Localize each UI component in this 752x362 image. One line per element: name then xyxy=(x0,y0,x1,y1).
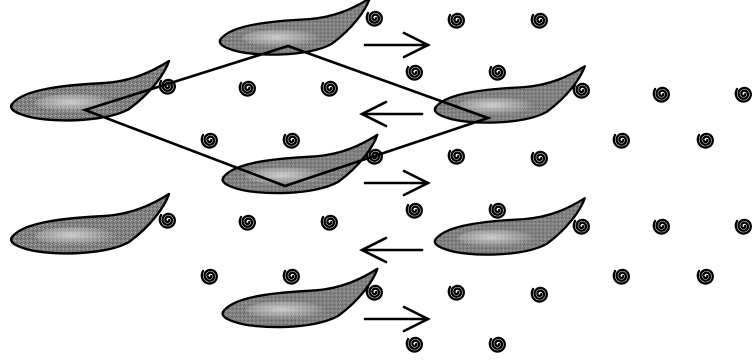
vortex-28 xyxy=(284,270,299,284)
vortex-30 xyxy=(449,286,464,300)
vortex-20 xyxy=(240,216,255,230)
vortex-21 xyxy=(322,216,337,230)
arrow-bottom-icon xyxy=(365,307,428,331)
vortex-33 xyxy=(698,270,713,284)
vortex-25 xyxy=(654,220,669,234)
arrow-lower-icon xyxy=(362,238,422,262)
vortex-26 xyxy=(736,220,751,234)
wing-upper-center xyxy=(220,0,370,55)
vortex-3 xyxy=(532,14,547,28)
vortex-7 xyxy=(407,66,422,80)
vortex-12 xyxy=(202,134,217,148)
arrow-upper-icon xyxy=(365,33,428,57)
arrow-middle-icon xyxy=(365,171,428,195)
vortex-31 xyxy=(532,288,547,302)
vortex-6 xyxy=(322,82,337,96)
vortex-2 xyxy=(449,14,464,28)
vortex-35 xyxy=(490,338,505,352)
vortex-15 xyxy=(449,150,464,164)
vortex-16 xyxy=(532,152,547,166)
vortex-10 xyxy=(654,88,669,102)
vortex-18 xyxy=(698,134,713,148)
vortex-19 xyxy=(160,214,175,228)
wing-lower-right xyxy=(435,198,585,254)
vortex-29 xyxy=(367,286,382,300)
vortex-1 xyxy=(367,12,382,26)
vortex-17 xyxy=(614,134,629,148)
vortex-34 xyxy=(407,338,422,352)
arrow-center-icon xyxy=(362,102,422,126)
vortex-9 xyxy=(574,84,589,98)
vortex-23 xyxy=(490,204,505,218)
vortex-13 xyxy=(284,134,299,148)
wing-bottom-center xyxy=(223,269,378,327)
wing-right xyxy=(435,66,585,122)
vortex-22 xyxy=(407,204,422,218)
vortex-8 xyxy=(490,66,505,80)
wing-lower-left xyxy=(11,194,169,253)
vortex-5 xyxy=(240,82,255,96)
vortex-11 xyxy=(736,88,751,102)
vortex-27 xyxy=(202,270,217,284)
vortex-24 xyxy=(574,220,589,234)
vortex-32 xyxy=(614,270,629,284)
